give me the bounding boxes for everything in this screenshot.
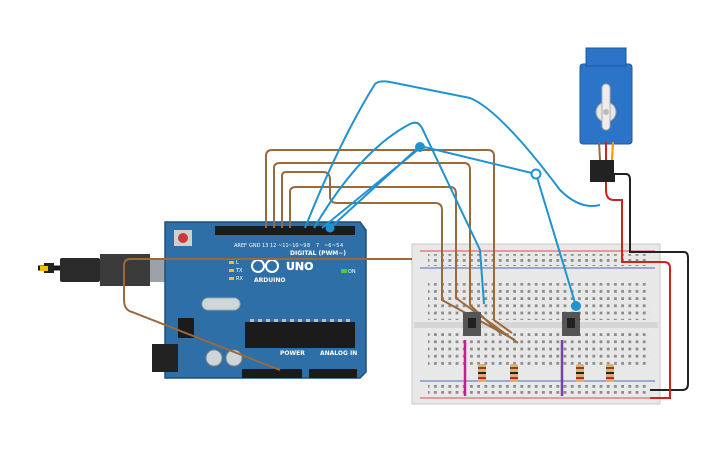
on-label: ON bbox=[348, 269, 356, 275]
wire-blue-2[interactable] bbox=[313, 121, 485, 305]
wire-brown-3[interactable] bbox=[281, 171, 516, 341]
wire-brown-1[interactable] bbox=[265, 149, 513, 334]
power-jack[interactable] bbox=[152, 344, 178, 372]
wire-red-rail[interactable] bbox=[650, 261, 671, 399]
svg-text:13: 13 bbox=[262, 243, 268, 249]
svg-text:~11: ~11 bbox=[278, 243, 289, 249]
resistor-icon[interactable] bbox=[510, 364, 518, 382]
brand-label: ARDUINO bbox=[254, 277, 285, 284]
digital-header[interactable] bbox=[215, 226, 355, 235]
wire-blue-4[interactable] bbox=[329, 144, 577, 307]
svg-text:8: 8 bbox=[307, 243, 310, 249]
arduino-board[interactable]: AREF GND 13 12 ~11 ~10 ~9 8 7 ~6 ~5 4 DI… bbox=[152, 221, 367, 379]
svg-text:~9: ~9 bbox=[299, 243, 306, 249]
wire-junction-3[interactable] bbox=[571, 301, 581, 311]
wire-red[interactable] bbox=[605, 182, 650, 263]
pushbutton-icon[interactable] bbox=[562, 312, 580, 336]
wire-blue-1[interactable] bbox=[304, 80, 601, 229]
digital-label: DIGITAL (PWM~) bbox=[290, 250, 346, 257]
model-label: UNO bbox=[286, 260, 314, 273]
servo-motor-icon[interactable] bbox=[579, 47, 633, 182]
analog-header[interactable] bbox=[309, 369, 357, 378]
svg-text:12: 12 bbox=[270, 243, 276, 249]
power-label: POWER bbox=[280, 350, 305, 357]
svg-text:4: 4 bbox=[340, 243, 343, 249]
wire-brown-5[interactable] bbox=[123, 258, 412, 371]
wire-junction-1[interactable] bbox=[415, 142, 425, 152]
svg-text:7: 7 bbox=[316, 243, 319, 249]
tx-label: TX bbox=[235, 268, 243, 274]
svg-text:~10: ~10 bbox=[288, 243, 299, 249]
power-header[interactable] bbox=[242, 369, 302, 378]
svg-text:AREF: AREF bbox=[234, 243, 247, 249]
atmega-chip bbox=[245, 322, 355, 348]
l-label: L bbox=[236, 260, 239, 266]
resistor-icon[interactable] bbox=[606, 364, 614, 382]
wire-junction-2[interactable] bbox=[530, 168, 542, 180]
wire-blue-group[interactable] bbox=[304, 80, 601, 307]
servo-connector[interactable] bbox=[590, 160, 614, 182]
rx-label: RX bbox=[236, 276, 243, 282]
wire-brown-group[interactable] bbox=[123, 149, 519, 371]
svg-text:~6: ~6 bbox=[324, 243, 331, 249]
analog-label: ANALOG IN bbox=[320, 350, 357, 357]
pushbutton-icon[interactable] bbox=[463, 312, 481, 336]
crystal bbox=[201, 297, 241, 311]
svg-text:GND: GND bbox=[249, 243, 261, 249]
wire-black[interactable] bbox=[613, 173, 689, 391]
resistor-icon[interactable] bbox=[478, 364, 486, 382]
wire-brown-2[interactable] bbox=[273, 162, 501, 334]
resistor-icon[interactable] bbox=[576, 364, 584, 382]
wire-junction-4[interactable] bbox=[325, 223, 335, 233]
breadboard[interactable] bbox=[411, 243, 661, 405]
svg-text:~5: ~5 bbox=[332, 243, 339, 249]
